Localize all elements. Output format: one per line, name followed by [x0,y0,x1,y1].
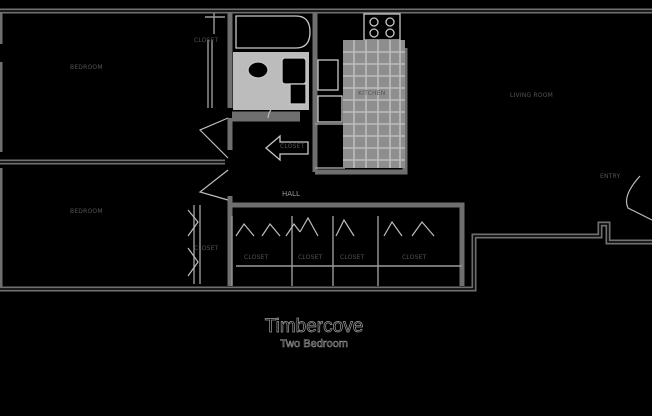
interior-walls [0,13,465,286]
burner-icon [385,28,395,38]
stove-icon [363,13,401,41]
burner-icon [369,28,379,38]
bathtub-icon [235,15,311,49]
label-entry: ENTRY [600,173,621,180]
label-closet-2: CLOSET [298,254,323,261]
label-closet-3: CLOSET [340,254,365,261]
refrigerator-icon [317,95,343,123]
label-closet-1: CLOSET [244,254,269,261]
exterior-walls [0,8,652,292]
burner-icon [385,17,395,27]
label-bedroom-1: BEDROOM [70,64,103,71]
label-bedroom-2: BEDROOM [70,208,103,215]
plan-subtitle: Two Bedroom [280,338,348,350]
plan-title: Timbercove [265,316,364,337]
label-living-room: LIVING ROOM [510,92,553,99]
kitchen [317,13,405,168]
doors [187,95,652,277]
burner-icon [369,17,379,27]
kitchen-tile-grid [343,40,405,168]
label-closet-left: CLOSET [194,245,219,252]
entry-arrow-icon [265,134,309,162]
room-labels: BEDROOM BEDROOM LIVING ROOM KITCHEN HALL… [70,37,621,261]
bath-cabinet-icon [289,83,307,105]
label-closet-4: CLOSET [402,254,427,261]
label-kitchen: KITCHEN [358,90,385,97]
label-hall: HALL [282,190,300,198]
label-closet-mid: CLOSET [280,143,305,150]
label-closet-top: CLOSET [194,37,219,44]
toilet-icon [247,61,269,79]
kitchen-sink-icon [317,59,339,91]
bathroom [233,15,311,110]
vanity-sink-icon [281,57,307,85]
